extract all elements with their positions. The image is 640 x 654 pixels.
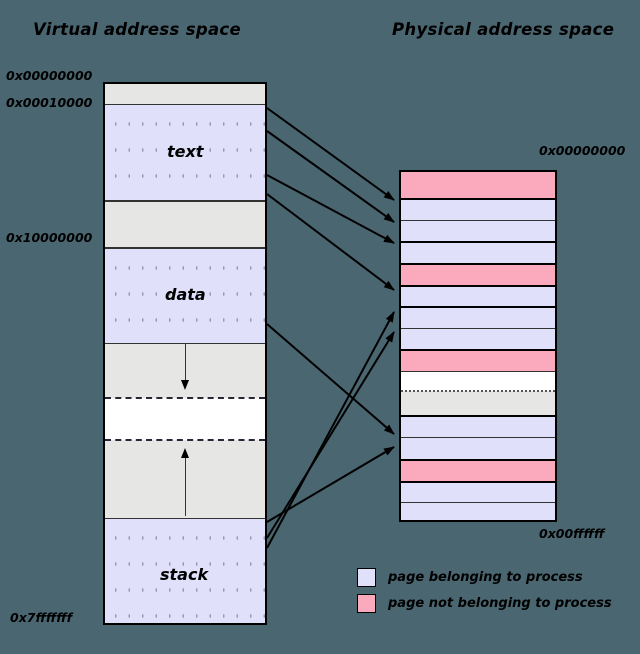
virtual-segment-text xyxy=(105,104,265,200)
virtual-divider-4 xyxy=(105,343,265,344)
virtual-divider-5 xyxy=(105,518,265,519)
physical-frame-10 xyxy=(401,391,555,415)
virtual-dashed-boundary-bottom xyxy=(105,439,265,441)
physical-divider-9 xyxy=(401,415,555,417)
virtual-addr-text-start: 0x00010000 xyxy=(6,95,93,110)
physical-divider-13 xyxy=(401,502,555,503)
physical-frame-4 xyxy=(401,263,555,285)
legend: page belonging to process page not belon… xyxy=(357,564,612,616)
legend-label-not-belonging: page not belonging to process xyxy=(388,595,612,611)
stack-growth-arrow-head xyxy=(180,448,189,458)
physical-divider-11 xyxy=(401,459,555,461)
legend-label-belonging: page belonging to process xyxy=(388,569,583,585)
physical-divider-0 xyxy=(401,198,555,200)
virtual-address-space-column: text data stack xyxy=(103,82,267,625)
physical-frame-9 xyxy=(401,371,555,391)
physical-frame-0 xyxy=(401,172,555,198)
mapping-arrow-text-2 xyxy=(266,130,395,223)
virtual-divider-2 xyxy=(105,200,265,202)
virtual-addr-data-start: 0x10000000 xyxy=(6,230,93,245)
virtual-segment-label-stack: stack xyxy=(160,565,209,584)
virtual-divider-1 xyxy=(105,104,265,105)
virtual-segment-gap-after-text xyxy=(105,200,265,248)
virtual-addr-bottom: 0x7fffffff xyxy=(10,610,73,625)
physical-frame-8 xyxy=(401,349,555,371)
physical-divider-7 xyxy=(401,349,555,351)
physical-frame-3 xyxy=(401,241,555,263)
physical-dashed-boundary xyxy=(401,390,555,392)
physical-address-space-column xyxy=(399,170,557,522)
virtual-addr-top: 0x00000000 xyxy=(6,68,93,83)
virtual-segment-label-text: text xyxy=(167,142,204,161)
physical-frame-6 xyxy=(401,306,555,328)
physical-frame-2 xyxy=(401,220,555,241)
legend-swatch-not-belonging-icon xyxy=(357,593,376,613)
physical-addr-bottom: 0x00ffffff xyxy=(539,526,605,541)
mapping-arrow-stack-3 xyxy=(266,446,395,523)
physical-divider-4 xyxy=(401,285,555,287)
virtual-dashed-boundary-top xyxy=(105,397,265,399)
physical-divider-2 xyxy=(401,241,555,243)
mapping-arrow-stack-1 xyxy=(266,311,395,549)
mapping-arrow-stack-2 xyxy=(266,331,395,539)
physical-frame-12 xyxy=(401,437,555,459)
legend-item-not-belonging: page not belonging to process xyxy=(357,590,612,616)
virtual-segment-reserved-low xyxy=(105,84,265,104)
mapping-arrow-data-1 xyxy=(266,193,395,291)
physical-divider-5 xyxy=(401,306,555,308)
virtual-segment-data xyxy=(105,248,265,343)
stack-growth-arrow-shaft xyxy=(185,456,186,516)
heap-growth-arrow-head xyxy=(180,380,189,390)
physical-frame-13 xyxy=(401,459,555,481)
physical-addr-top: 0x00000000 xyxy=(539,143,626,158)
physical-frame-15 xyxy=(401,502,555,520)
physical-frame-11 xyxy=(401,415,555,437)
virtual-segment-unused-hole xyxy=(105,398,265,440)
physical-divider-12 xyxy=(401,481,555,483)
physical-divider-3 xyxy=(401,263,555,265)
physical-frame-1 xyxy=(401,198,555,220)
physical-divider-1 xyxy=(401,220,555,221)
physical-frame-7 xyxy=(401,328,555,349)
virtual-segment-stack xyxy=(105,518,265,623)
heap-growth-arrow-shaft xyxy=(185,344,186,382)
virtual-segment-label-data: data xyxy=(165,285,206,304)
virtual-divider-3 xyxy=(105,247,265,249)
physical-frame-5 xyxy=(401,285,555,306)
physical-divider-6 xyxy=(401,328,555,329)
physical-address-space-title: Physical address space xyxy=(392,20,615,39)
physical-divider-8 xyxy=(401,371,555,372)
mapping-arrow-text-1 xyxy=(266,107,395,201)
mapping-arrow-data-2 xyxy=(266,323,395,435)
legend-swatch-belonging-icon xyxy=(357,567,376,587)
physical-frame-14 xyxy=(401,481,555,502)
virtual-address-space-title: Virtual address space xyxy=(33,20,241,39)
physical-divider-10 xyxy=(401,437,555,438)
legend-item-belonging: page belonging to process xyxy=(357,564,612,590)
mapping-arrow-text-3 xyxy=(266,174,395,244)
